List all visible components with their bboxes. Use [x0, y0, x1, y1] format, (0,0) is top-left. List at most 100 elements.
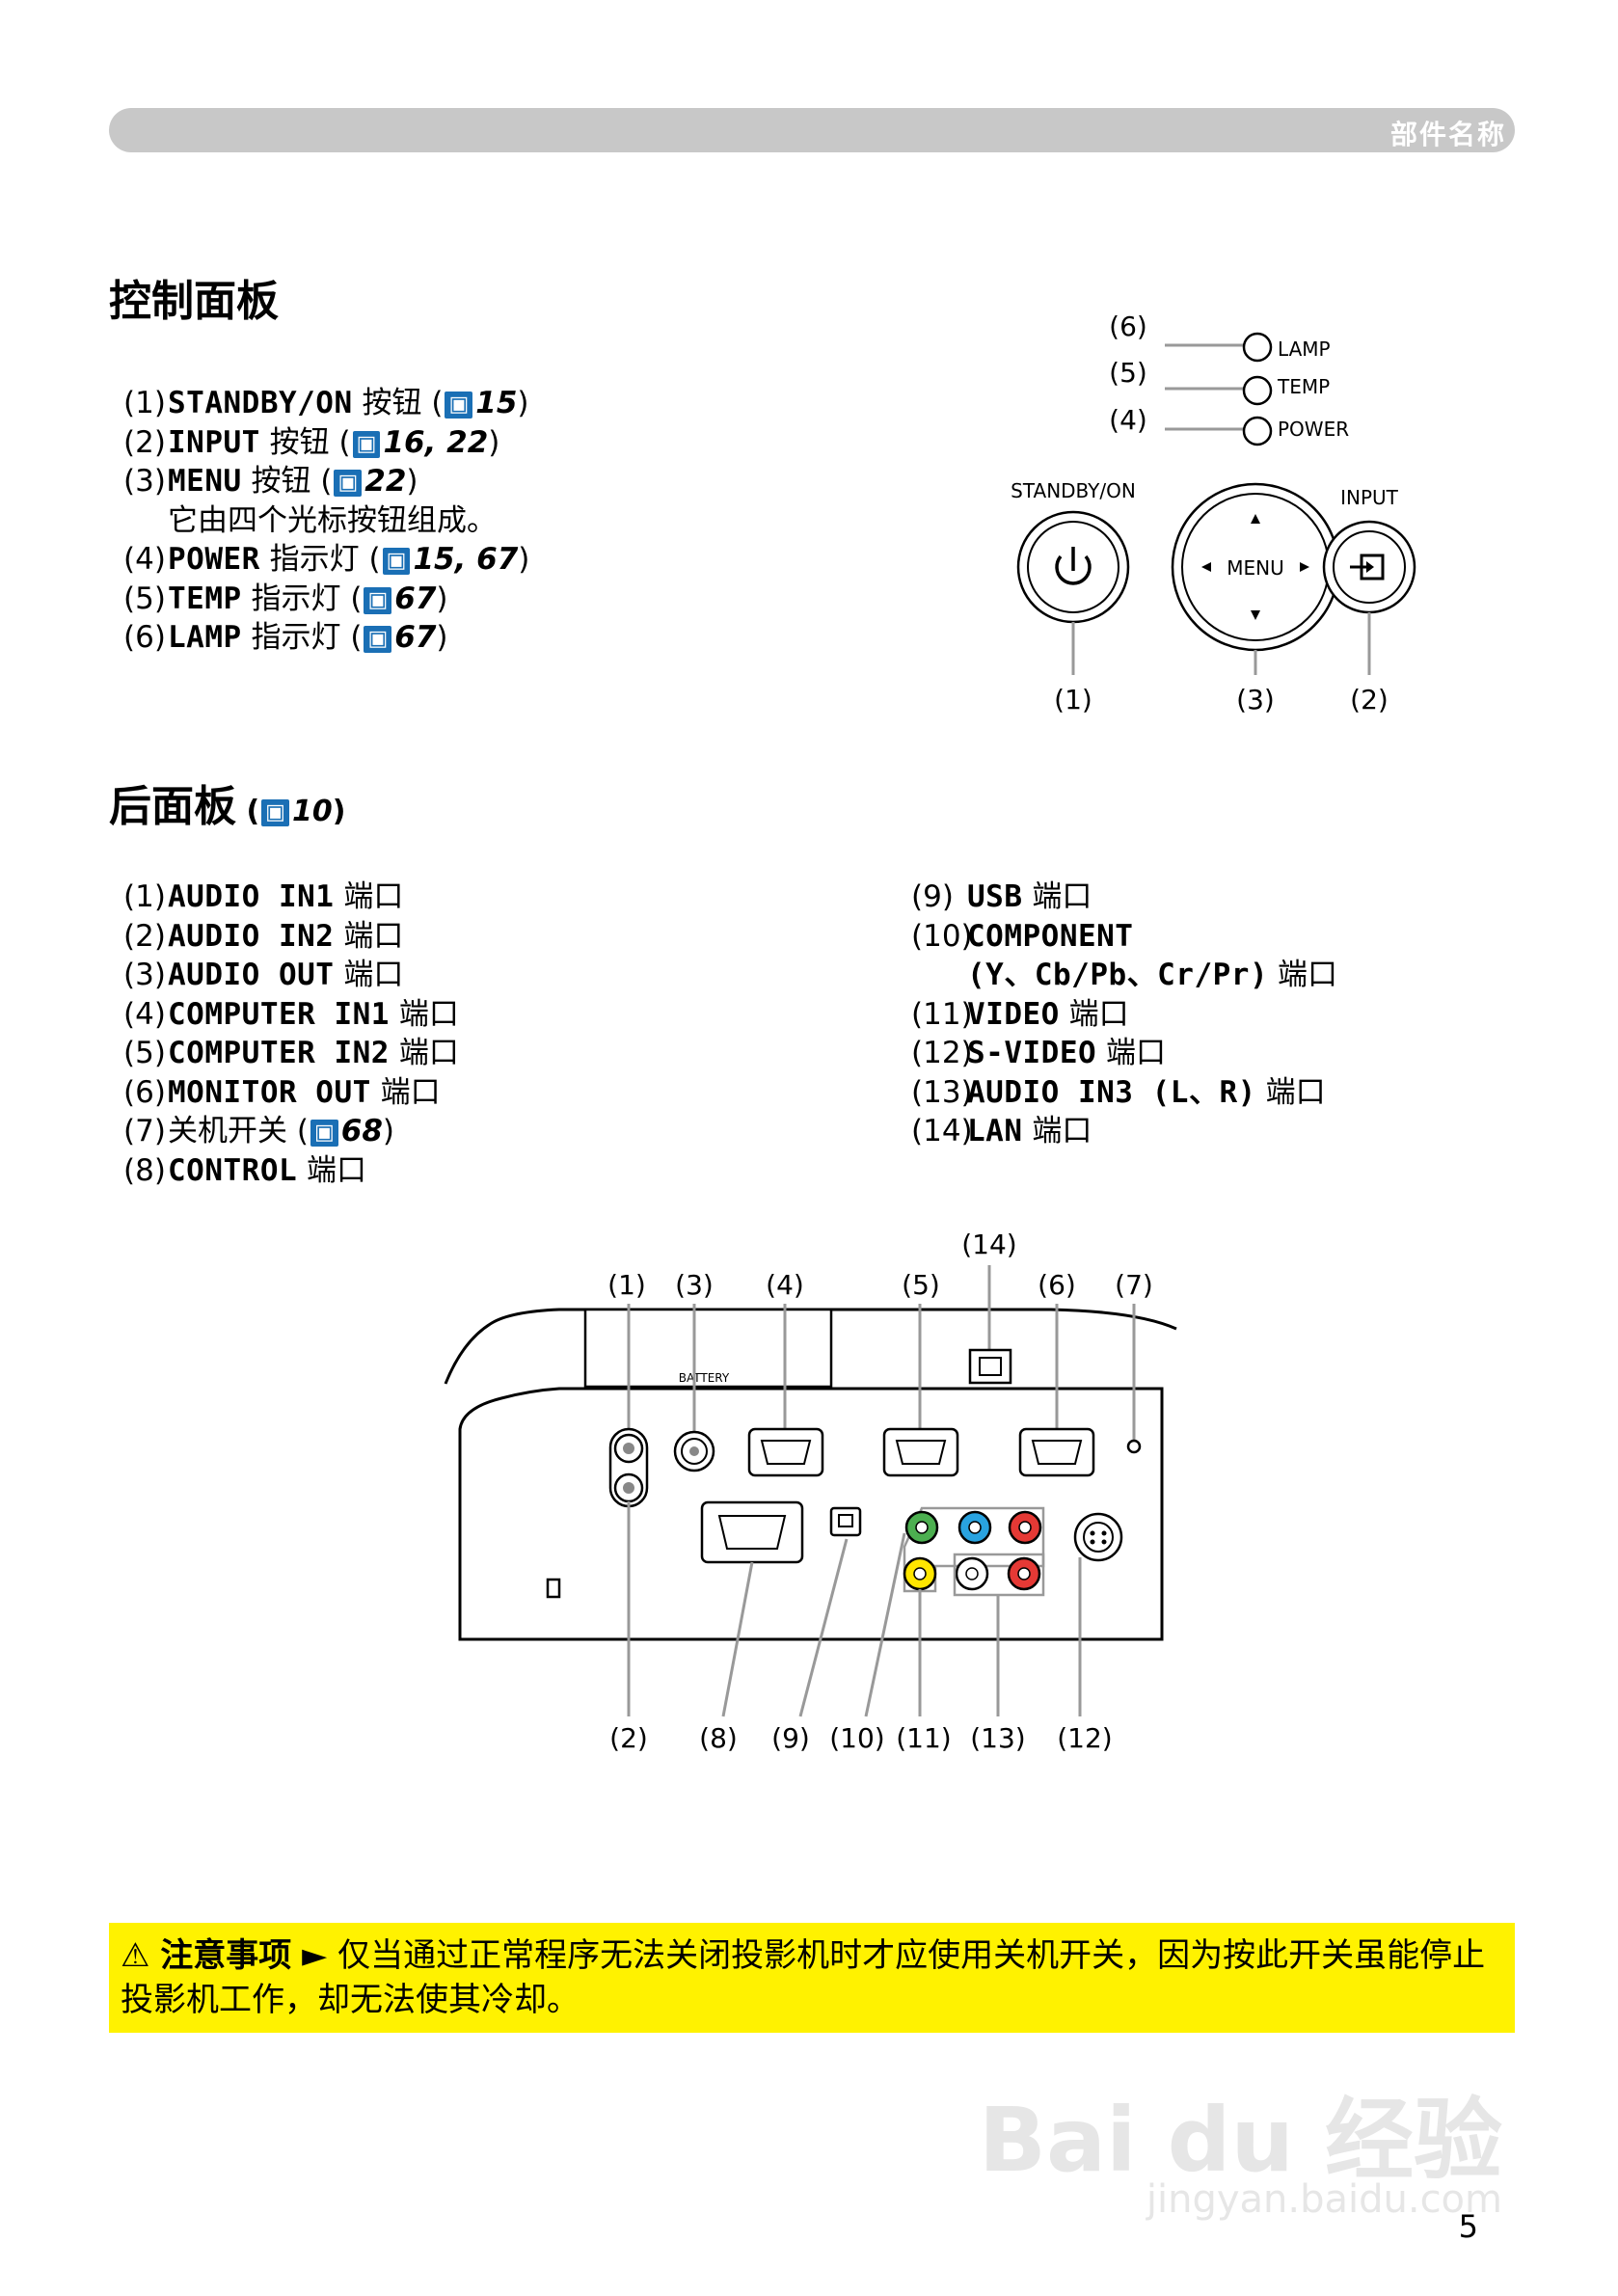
item-number: (1) [123, 879, 166, 914]
rear-panel-title-text: 后面板 [109, 782, 236, 831]
ref-close: ) [406, 464, 418, 499]
item-text: 它由四个光标按钮组成。 [168, 502, 497, 538]
ref-close: ) [488, 424, 500, 460]
header-bar [109, 108, 1515, 152]
lan-port [968, 1348, 1012, 1385]
item-label: MENU [168, 464, 242, 499]
standby-text: STANDBY/ON [1011, 479, 1136, 502]
item-text: 端口 [389, 996, 459, 1032]
rear-panel-title: 后面板 (▣10) [109, 771, 345, 833]
item-label: LAN [967, 1114, 1023, 1148]
diagram-label-2: (2) [1350, 684, 1389, 716]
caution-body: 仅当通过正常程序无法关闭投影机时才应使用关机开关，因为按此开关虽能停止投影机工作… [121, 1936, 1486, 2019]
list-item: (5)COMPUTER IN2 端口 [123, 1034, 459, 1073]
header-title: 部件名称 [1389, 119, 1506, 150]
item-number: (7) [123, 1114, 166, 1148]
control-port [700, 1500, 804, 1564]
security-slot [546, 1578, 561, 1599]
book-icon: ▣ [352, 430, 381, 458]
page-ref-link[interactable]: 15 [475, 386, 518, 420]
book-icon: ▣ [334, 470, 363, 497]
rear-label-2: (2) [609, 1722, 648, 1754]
list-item: (2)AUDIO IN2 端口 [123, 917, 459, 957]
item-number: (14) [911, 1114, 973, 1148]
book-icon: ▣ [310, 1120, 338, 1147]
item-label: VIDEO [967, 996, 1060, 1032]
item-number: (6) [123, 1074, 166, 1110]
monitor-out-port [1018, 1427, 1095, 1477]
item-text: 端口 [334, 918, 404, 954]
rear-label-13: (13) [970, 1722, 1025, 1754]
page-ref-link[interactable]: 67 [394, 581, 437, 616]
item-number: (13) [911, 1074, 973, 1110]
power-text: POWER [1278, 418, 1349, 441]
list-item: (13)AUDIO IN3 (L、R) 端口 [911, 1073, 1337, 1113]
item-label: COMPUTER IN2 [168, 1036, 390, 1070]
list-item: (12)S-VIDEO 端口 [911, 1034, 1337, 1073]
rear-label-4: (4) [766, 1269, 804, 1301]
list-item: (10)COMPONENT [911, 917, 1337, 957]
item-label: AUDIO IN3 (L、R) [967, 1074, 1256, 1110]
diagram-label-5: (5) [1109, 357, 1147, 389]
ref-close: ) [517, 386, 529, 420]
list-item: (6)LAMP 指示灯 (▣67) [123, 618, 529, 658]
item-number: (9) [911, 879, 954, 914]
item-label: POWER [168, 542, 260, 577]
control-panel-diagram: (6) (5) (4) LAMP TEMP POWER STANDBY/ON (… [1011, 311, 1416, 716]
item-label: AUDIO OUT [168, 958, 335, 992]
item-number: (4) [123, 996, 166, 1032]
item-number: (6) [123, 620, 166, 655]
item-number: (2) [123, 424, 166, 460]
list-item: (14)LAN 端口 [911, 1112, 1337, 1151]
list-item: (3)MENU 按钮 (▣22) [123, 462, 529, 501]
item-text: 端口 [334, 958, 404, 992]
rear-label-6: (6) [1038, 1269, 1076, 1301]
list-item: (1)STANDBY/ON 按钮 (▣15) [123, 384, 529, 423]
item-label: INPUT [168, 424, 260, 460]
ref-close: ) [518, 542, 530, 577]
caution-box [109, 1923, 1515, 2033]
caution-text: ⚠ 注意事项 ► 仅当通过正常程序无法关闭投影机时才应使用关机开关，因为按此开关… [121, 1933, 1509, 2022]
item-text: 端口 [1022, 1114, 1092, 1148]
item-number: (5) [123, 581, 166, 616]
item-text: 端口 [370, 1074, 441, 1110]
caution-arrow-icon: ► [302, 1936, 328, 1975]
usb-port [829, 1506, 862, 1537]
shutdown-switch [1126, 1439, 1142, 1454]
page-number: 5 [1458, 2208, 1478, 2245]
battery-text: BATTERY [679, 1371, 730, 1385]
item-text: 指示灯 ( [241, 620, 363, 655]
item-text: 按钮 ( [241, 464, 333, 499]
temp-indicator [1242, 375, 1273, 406]
page-ref-link[interactable]: 16, 22 [383, 424, 489, 460]
book-icon: ▣ [364, 586, 392, 614]
arrow-left-icon [1201, 562, 1211, 572]
item-number: (8) [123, 1152, 166, 1188]
page-ref-link[interactable]: 68 [340, 1114, 383, 1148]
item-label: STANDBY/ON [168, 386, 353, 420]
list-item: (9)USB 端口 [911, 878, 1337, 917]
item-label: AUDIO IN2 [168, 918, 335, 954]
arrow-down-icon [1251, 610, 1260, 620]
item-text: 端口 [1059, 996, 1129, 1032]
rear-label-9: (9) [771, 1722, 810, 1754]
page-ref-link[interactable]: 15, 67 [413, 542, 519, 577]
computer-in2-port [882, 1427, 959, 1477]
item-label: COMPONENT [967, 918, 1134, 954]
watermark-logo: Bai du 经验 [978, 2089, 1502, 2192]
diagram-label-1: (1) [1054, 684, 1092, 716]
ref-close: ) [436, 581, 448, 616]
rear-panel-diagram: (1) (3) (4) (5) (14) (6) (7) BATTERY [444, 1229, 1177, 1754]
rear-label-11: (11) [896, 1722, 951, 1754]
page-ref-link[interactable]: 67 [394, 620, 437, 655]
list-item: (1)AUDIO IN1 端口 [123, 878, 459, 917]
arrow-right-icon [1300, 562, 1309, 572]
item-text: 端口 [1255, 1074, 1326, 1110]
page-ref-link[interactable]: 22 [364, 464, 407, 499]
item-number: (10) [911, 918, 973, 954]
rear-panel-ref[interactable]: (▣10) [246, 795, 346, 828]
battery-cover [583, 1308, 833, 1389]
diagram-label-3: (3) [1236, 684, 1275, 716]
rear-label-3: (3) [675, 1269, 714, 1301]
item-text: 端口 [1022, 879, 1092, 914]
